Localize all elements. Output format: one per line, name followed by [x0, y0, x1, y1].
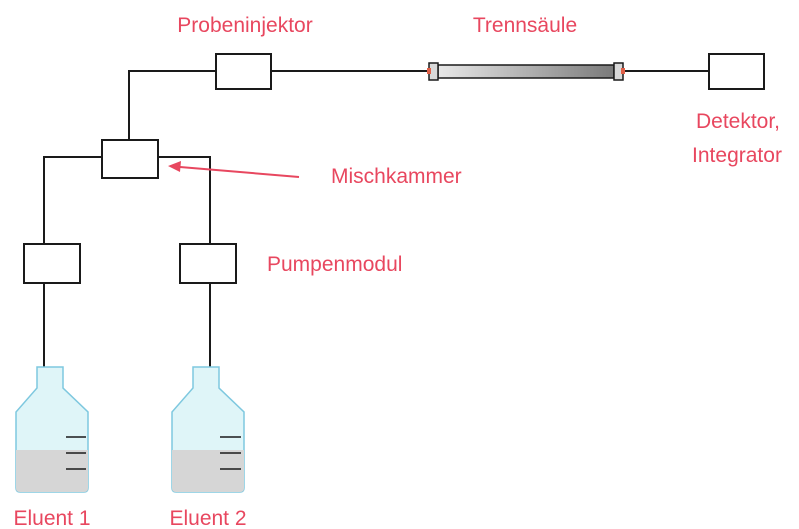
column-label: Trennsäule	[473, 14, 577, 37]
tubing	[43, 70, 709, 372]
eluent-bottle-2	[171, 366, 245, 493]
pump-label: Pumpenmodul	[267, 253, 402, 276]
eluent2-label: Eluent 2	[169, 507, 246, 529]
injector-label: Probeninjektor	[177, 14, 312, 37]
mixer-label: Mischkammer	[331, 165, 462, 188]
pump-box-2	[179, 243, 237, 284]
pump-box-1	[23, 243, 81, 284]
tube-mixer-to-injector	[128, 70, 216, 144]
detector-label-line2: Integrator	[692, 144, 782, 167]
eluent-bottle-1	[15, 366, 89, 493]
tube-eluent2-to-mixer	[158, 156, 211, 372]
separation-column	[427, 62, 625, 81]
mixing-chamber-box	[101, 139, 159, 179]
detector-label-line1: Detektor,	[696, 110, 780, 133]
injector-box	[215, 53, 272, 90]
detector-box	[708, 53, 765, 90]
eluent1-label: Eluent 1	[13, 507, 90, 529]
mixer-arrow	[168, 161, 300, 178]
